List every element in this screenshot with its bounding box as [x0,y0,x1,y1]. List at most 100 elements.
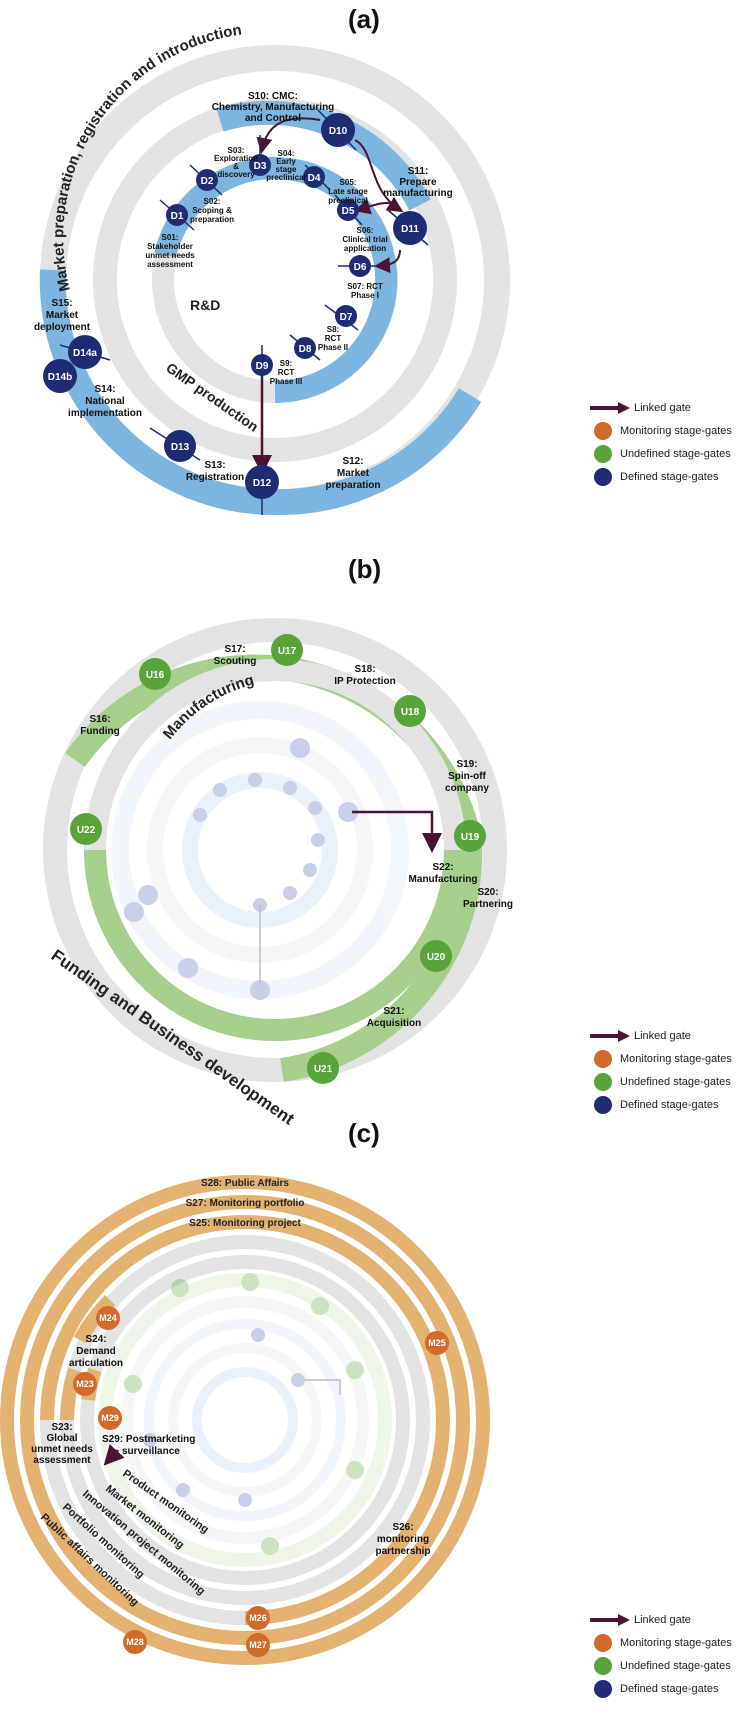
a-stage-s02: S02:Scoping &preparation [190,197,234,224]
legend-monitoring-row: Monitoring stage-gates [590,419,732,442]
a-gate-d12: D12 [253,478,272,489]
undefined-dot-icon [594,1072,612,1091]
b-stage-s20: S20:Partnering [463,887,513,910]
b-gate-u19: U19 [461,832,480,843]
c-gate-m24: M24 [99,1313,117,1323]
c-link-arrow-m29 [103,1444,125,1466]
a-gate-d10: D10 [329,126,348,137]
legend-linked-row: Linked gate [590,396,732,419]
c-ring-m23-arc [60,1367,82,1421]
legend-undefined-row: Undefined stage-gates [590,1654,732,1677]
b-stage-s22: S22:Manufacturing [409,862,478,885]
legend-defined-label: Defined stage-gates [620,1098,719,1111]
panel-label-b: (b) [348,554,382,584]
monitoring-dot-icon [594,1049,612,1068]
c-ring-m24-arc [73,1295,116,1344]
b-stage-s16: S16:Funding [80,714,119,737]
a-gate-d14b: D14b [48,372,72,383]
b-stage-s18: S18:IP Protection [334,664,396,687]
c-gate-m26: M26 [249,1613,267,1623]
a-gate-d14a: D14a [73,348,97,359]
defined-dot-icon [594,467,612,486]
a-gate-d2: D2 [201,176,214,187]
defined-dot-icon [594,1679,612,1698]
linked-gate-arrow-icon [590,1613,630,1626]
a-stage-s03: S03:Exploration&discovery [214,146,258,179]
b-link-arrow-d11-s22 [352,810,442,853]
legend-monitoring-label: Monitoring stage-gates [620,1052,732,1065]
a-stage-s13: S13:Registration [186,460,244,483]
linked-gate-arrow-icon [590,1029,630,1042]
legend-undefined-label: Undefined stage-gates [620,1075,731,1088]
b-gate-u18: U18 [401,707,420,718]
b-gate-u22: U22 [77,825,96,836]
legend-linked-row: Linked gate [590,1024,732,1047]
legend-undefined-row: Undefined stage-gates [590,442,732,465]
undefined-dot-icon [594,444,612,463]
a-gate-d3: D3 [254,161,267,172]
legend-undefined-row: Undefined stage-gates [590,1070,732,1093]
legend-monitoring-row: Monitoring stage-gates [590,1047,732,1070]
legend-undefined-label: Undefined stage-gates [620,447,731,460]
legend-linked-label: Linked gate [634,1029,691,1042]
b-gate-u21: U21 [314,1064,333,1075]
b-gate-u17: U17 [278,646,297,657]
b-manufacturing-green-arc [84,849,466,1041]
c-ring-s25-grey [40,1419,246,1625]
defined-dot-icon [594,1095,612,1114]
linked-gate-arrow-icon [590,401,630,414]
b-stage-s21: S21:Acquisition [367,1006,421,1029]
a-link-arrow-d11-d5 [354,198,399,215]
c-ring-s28 [0,1175,490,1665]
c-gate-m27: M27 [249,1640,267,1650]
a-gate-d8: D8 [299,344,312,355]
c-ring-product [80,1255,410,1585]
monitoring-dot-icon [594,1633,612,1652]
legend-a: Linked gate Monitoring stage-gates Undef… [590,396,732,488]
a-gate-d6: D6 [354,262,367,273]
a-link-arrow-d11-d6 [374,249,401,274]
c-ring-s27 [20,1195,470,1645]
legend-monitoring-label: Monitoring stage-gates [620,1636,732,1649]
b-gate-u16: U16 [146,670,165,681]
c-title-s27: S27: Monitoring portfolio [186,1198,305,1209]
a-gate-d9: D9 [256,361,269,372]
undefined-dot-icon [594,1656,612,1675]
b-stage-s17: S17:Scouting [214,644,257,667]
legend-linked-row: Linked gate [590,1608,732,1631]
panel-label-c: (c) [348,1118,380,1148]
c-gate-m25: M25 [428,1338,446,1348]
a-outer-blue-arc-left [39,269,276,516]
c-ring-market [60,1235,430,1605]
a-gate-d1: D1 [171,211,184,222]
a-link-arrow-d10-d3 [256,117,321,154]
a-gate-d7: D7 [340,312,353,323]
legend-defined-label: Defined stage-gates [620,1682,719,1695]
a-gate-d5: D5 [342,206,355,217]
legend-monitoring-row: Monitoring stage-gates [590,1631,732,1654]
a-outer-blue-arc-right [274,388,482,516]
a-gate-d4: D4 [308,173,321,184]
legend-c: Linked gate Monitoring stage-gates Undef… [590,1608,732,1700]
c-title-s25: S25: Monitoring project [189,1218,301,1229]
a-gate-d11: D11 [401,224,419,235]
legend-undefined-label: Undefined stage-gates [620,1659,731,1672]
legend-linked-label: Linked gate [634,401,691,414]
